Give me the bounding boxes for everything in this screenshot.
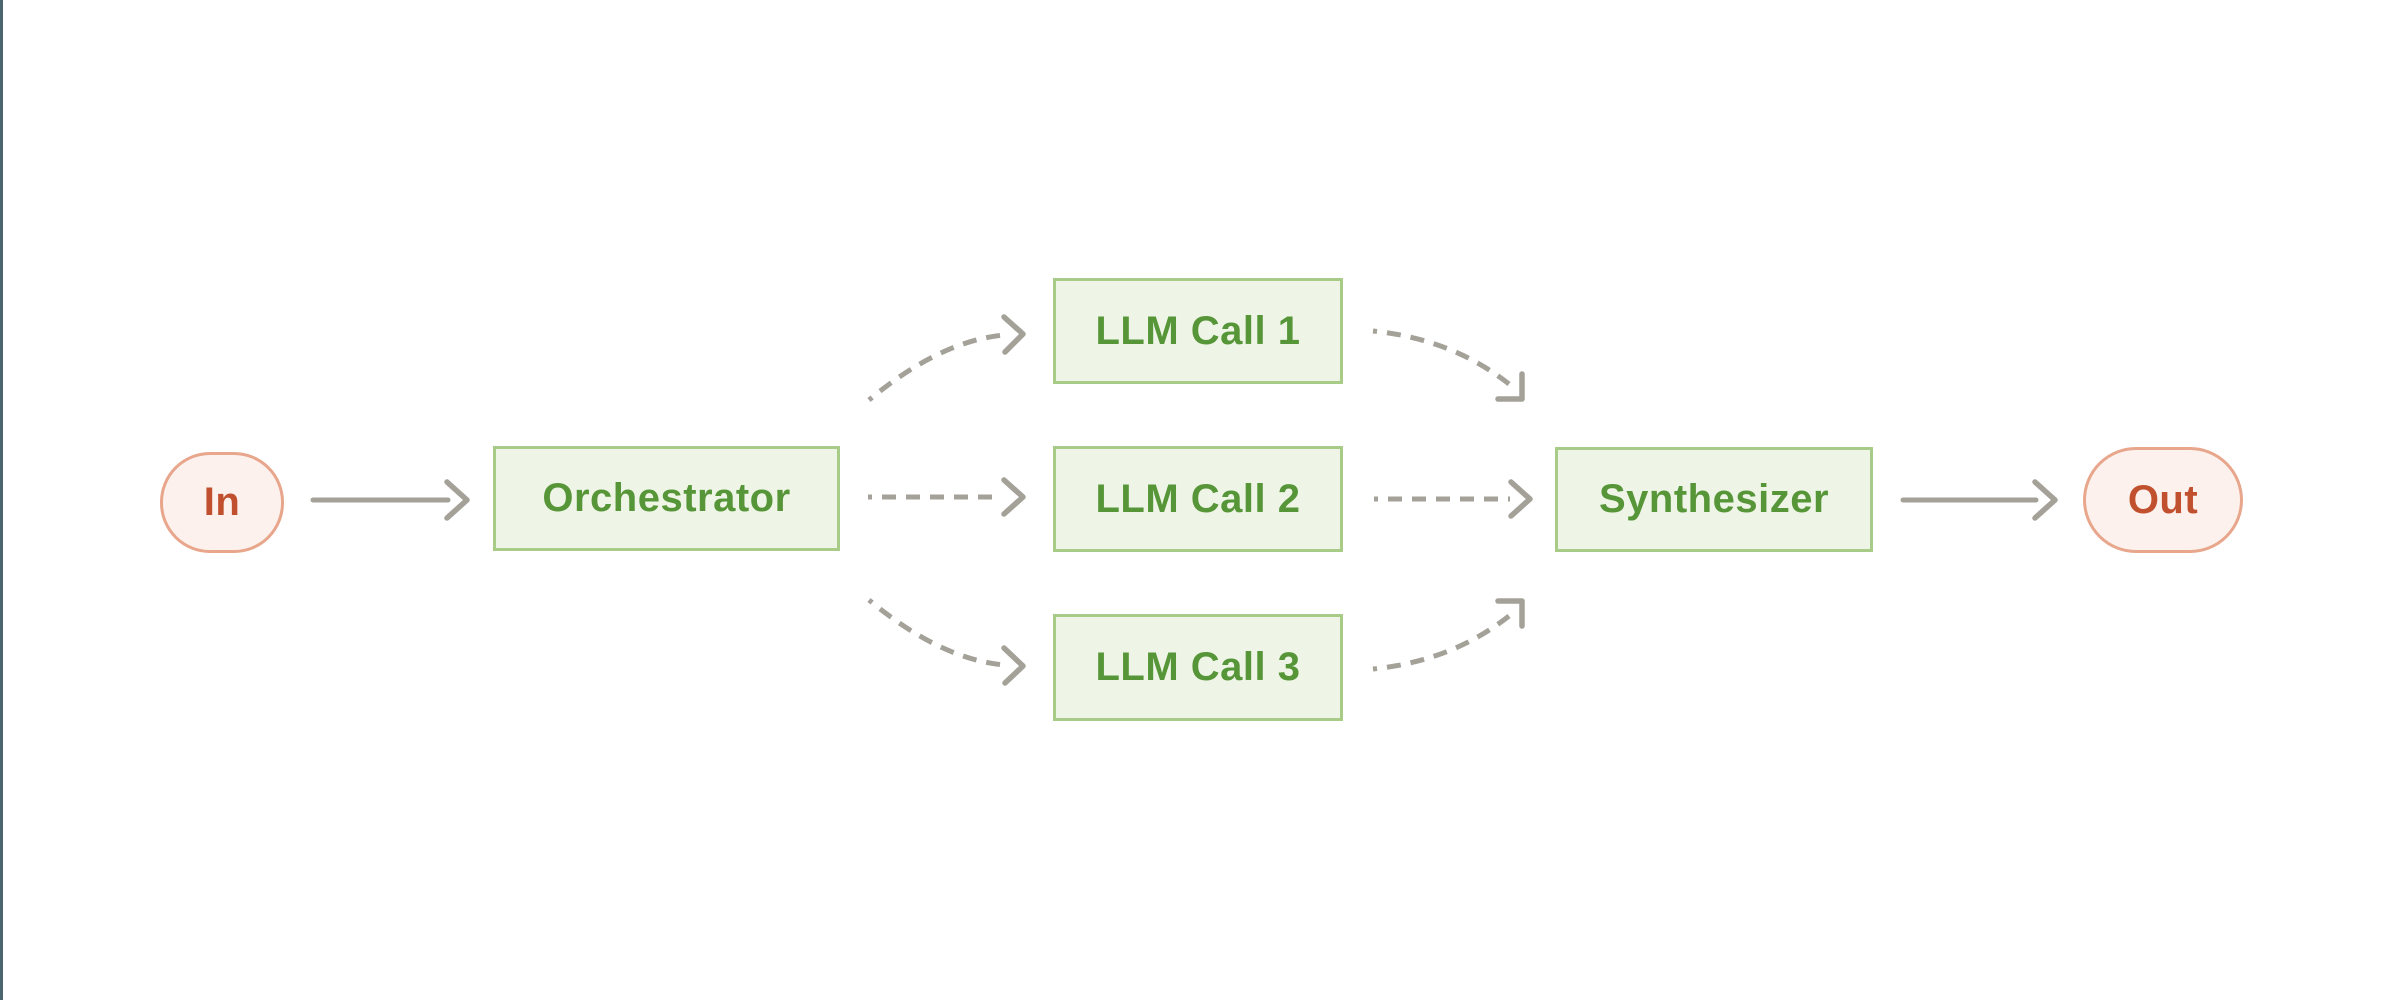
arrow-llm-call-3-to-synthesizer [1372, 614, 1511, 672]
arrow-orchestrator-to-llm-call-3 [867, 598, 1005, 668]
arrow-llm-call-1-to-synthesizer [1372, 328, 1511, 386]
node-in: In [160, 452, 284, 553]
node-orchestrator-label: Orchestrator [542, 476, 791, 520]
node-in-label: In [203, 480, 241, 524]
node-out-label: Out [2127, 477, 2199, 522]
node-llm-call-3-label: LLM Call 3 [1095, 645, 1301, 689]
node-llm-call-2-label: LLM Call 2 [1095, 476, 1301, 521]
arrow-orchestrator-to-llm-call-1 [867, 332, 1005, 402]
node-synthesizer-label: Synthesizer [1598, 477, 1830, 521]
arrowhead-synthesizer-to-out [2032, 479, 2058, 521]
node-out: Out [2083, 447, 2243, 553]
node-synthesizer: Synthesizer [1555, 447, 1873, 552]
node-orchestrator: Orchestrator [493, 446, 840, 551]
arrowhead-llm-call-2-to-synthesizer [1508, 479, 1533, 519]
arrowhead-in-to-orchestrator [444, 479, 470, 521]
arrowhead-orchestrator-to-llm-call-1 [1001, 314, 1026, 355]
left-edge-accent-line [0, 0, 3, 1000]
node-llm-call-1: LLM Call 1 [1053, 278, 1343, 384]
arrowhead-llm-call-1-to-synthesizer [1495, 371, 1525, 402]
arrowhead-llm-call-3-to-synthesizer [1495, 598, 1525, 629]
node-llm-call-2: LLM Call 2 [1053, 446, 1343, 552]
node-llm-call-1-label: LLM Call 1 [1095, 308, 1301, 353]
node-llm-call-3: LLM Call 3 [1053, 614, 1343, 721]
arrowhead-orchestrator-to-llm-call-2 [1001, 477, 1026, 517]
arrowhead-orchestrator-to-llm-call-3 [1001, 645, 1026, 686]
